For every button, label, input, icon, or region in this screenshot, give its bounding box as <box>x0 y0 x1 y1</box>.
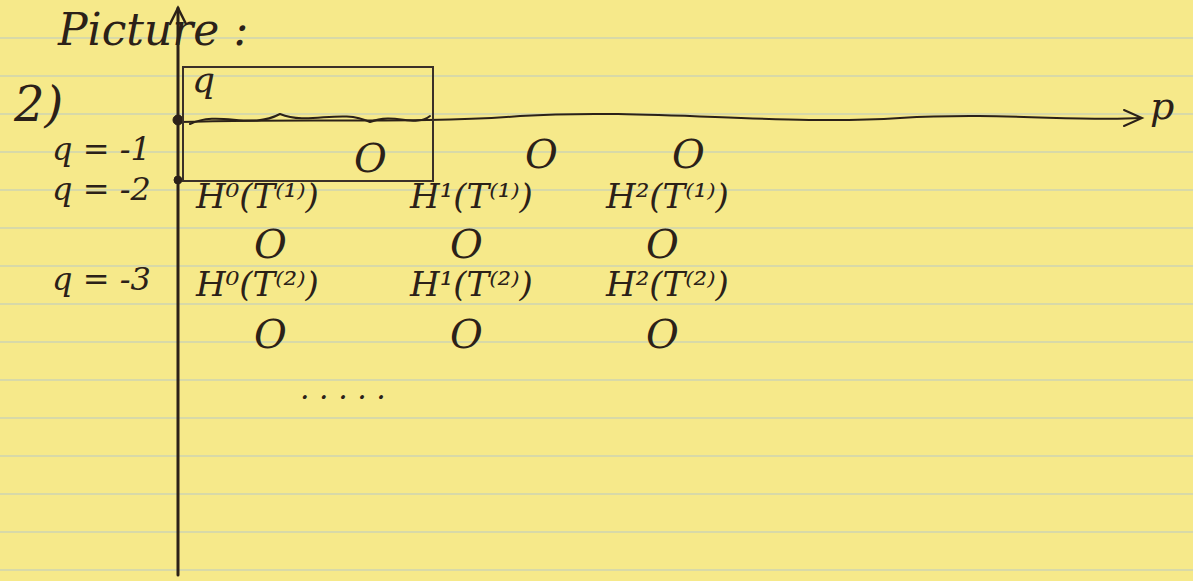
cohomology-term: H²(T⁽²⁾) <box>606 266 729 303</box>
circled-term: O <box>254 222 287 266</box>
circled-term: O <box>646 222 679 266</box>
cohomology-term: H⁰(T⁽¹⁾) <box>196 178 319 215</box>
axis-dot <box>174 176 182 184</box>
circled-term: O <box>450 222 483 266</box>
circled-term: O <box>672 132 705 176</box>
scribble <box>190 114 430 124</box>
cohomology-term: H⁰(T⁽²⁾) <box>196 266 319 303</box>
continuation-dots: · · · · · <box>300 380 386 413</box>
axis-label: p <box>1150 86 1174 128</box>
circled-term: O <box>525 132 558 176</box>
cohomology-term: H¹(T⁽¹⁾) <box>410 178 533 215</box>
cohomology-term: H²(T⁽¹⁾) <box>606 178 729 215</box>
row-label: q = -2 <box>52 172 151 207</box>
circled-term: O <box>354 136 387 180</box>
circled-term: O <box>450 312 483 356</box>
item-number: 2) <box>14 78 63 131</box>
circled-term: O <box>646 312 679 356</box>
boxed-term: O <box>182 66 434 182</box>
heading: Picture : <box>58 6 248 54</box>
axis-arrowhead <box>1124 110 1142 126</box>
q-axis <box>177 8 180 575</box>
axis-label: q <box>192 60 215 100</box>
row-label: q = -1 <box>52 132 151 167</box>
cohomology-term: H¹(T⁽²⁾) <box>410 266 533 303</box>
circled-term: O <box>254 312 287 356</box>
row-label: q = -3 <box>52 262 151 297</box>
